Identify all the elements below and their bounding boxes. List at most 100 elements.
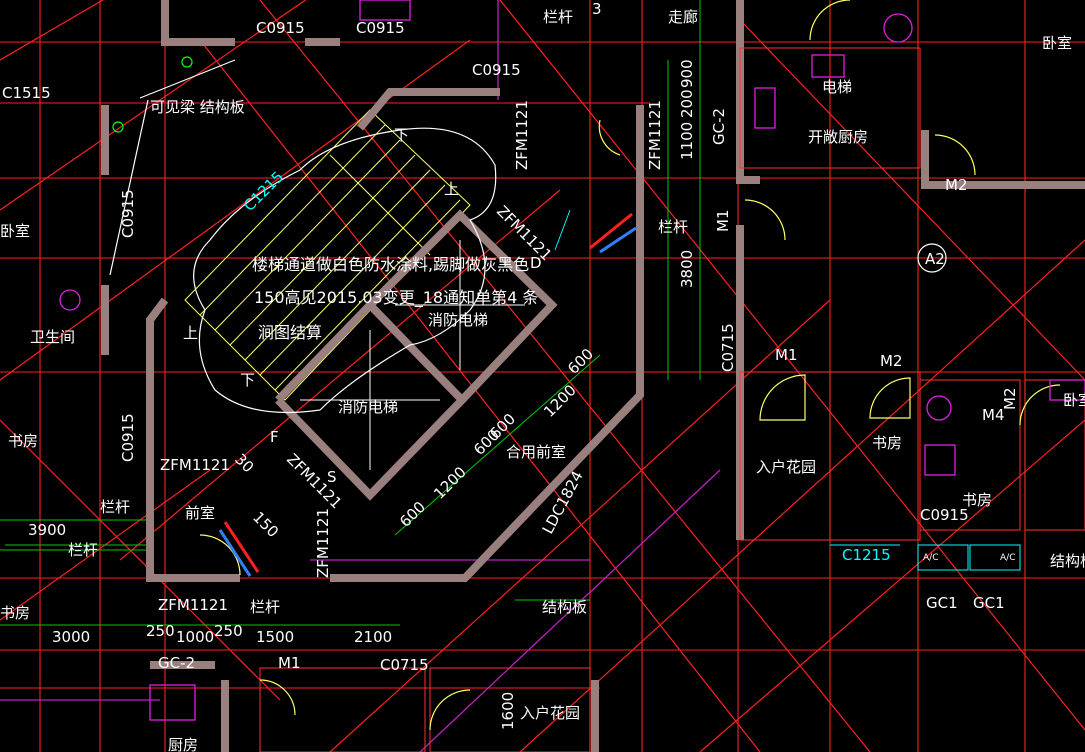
stair-down-label: 下	[394, 126, 409, 144]
door-code: ZFM1121	[160, 456, 230, 474]
railing-label: 栏杆	[100, 498, 130, 516]
dimension-text: 1200	[430, 463, 470, 503]
room-label: 卫生间	[30, 328, 75, 346]
door-code: ZFM1121	[646, 100, 664, 170]
room-label: 书房	[0, 604, 30, 622]
door-code: ZFM1121	[158, 596, 228, 614]
drawing-note-line: 涧图结算	[258, 323, 322, 342]
dimension-text: 200	[678, 89, 696, 118]
annotation-arrows	[218, 212, 637, 577]
window-code: C1515	[2, 84, 51, 102]
railing-label: 栏杆	[543, 8, 573, 26]
room-label: 书房	[8, 432, 38, 450]
room-label: 合用前室	[506, 443, 566, 461]
window-code: C0915	[920, 506, 969, 524]
window-code: C0915	[472, 61, 521, 79]
room-label: 消防电梯	[338, 398, 398, 416]
door-code: M2	[1001, 388, 1019, 411]
dimension-text: 900	[678, 59, 696, 88]
stair-treads	[184, 109, 471, 401]
dimension-text: 1000	[176, 628, 214, 646]
dimension-text: 1100	[678, 122, 696, 160]
railing-label: 栏杆	[250, 598, 280, 616]
marker-label: 3	[592, 0, 602, 18]
room-label: 卧室	[1063, 391, 1085, 409]
dimension-lines	[0, 0, 701, 626]
dimension-text: 250	[146, 622, 175, 640]
door-swings	[199, 0, 1061, 731]
drawing-note-line: 150高见2015.03变更_18通知单第4 条	[254, 288, 538, 308]
window-code: C0915	[119, 189, 137, 238]
axis-bubble-icon	[917, 243, 947, 273]
room-label: 入户花园	[520, 704, 580, 722]
dimension-text: 3800	[678, 250, 696, 288]
window-code: GC1	[926, 594, 958, 612]
door-code: M4	[982, 406, 1005, 424]
column-marker-icon	[112, 121, 124, 133]
window-code: GC-2	[158, 654, 195, 672]
window-code: C1215	[240, 168, 287, 215]
marker-label: F	[270, 428, 279, 446]
dimension-text: 150	[249, 508, 282, 541]
railing-label: 栏杆	[658, 218, 688, 236]
door-code: ZFM1121	[314, 508, 332, 578]
window-code: C0715	[719, 323, 737, 372]
dimension-text: 2100	[354, 628, 392, 646]
axis-bubble-label: A2	[925, 250, 945, 268]
room-label: 书房	[872, 434, 902, 452]
room-label: 走廊	[668, 8, 698, 26]
window-code: C0915	[119, 413, 137, 462]
dimension-text: 1600	[499, 692, 517, 730]
fixtures	[59, 0, 1085, 721]
column-marker-icon	[181, 56, 193, 68]
door-code: M1	[714, 210, 732, 233]
magenta-lines	[0, 0, 739, 752]
dimension-text: 30	[231, 450, 257, 476]
window-code: C1215	[842, 546, 891, 564]
room-label: 厨房	[168, 736, 198, 752]
dimension-texts: 900 200 1100 3800 1200 600 600 600 1200 …	[28, 59, 696, 730]
structure-label: 结构板	[1050, 552, 1085, 570]
railing-label: 栏杆	[68, 541, 98, 559]
room-label: 开敞厨房	[808, 128, 868, 146]
door-code: M2	[880, 352, 903, 370]
door-code: M1	[278, 654, 301, 672]
ac-label: A/C	[1000, 553, 1015, 563]
revision-clouds	[109, 59, 497, 414]
dimension-text: 600	[564, 345, 597, 378]
room-label: 卧室	[1042, 34, 1072, 52]
ac-label: A/C	[923, 553, 938, 563]
structure-label: 可见梁 结构板	[150, 98, 245, 116]
dimension-text: 3900	[28, 521, 66, 539]
dimension-text: 250	[214, 622, 243, 640]
room-label: 卧室	[0, 222, 30, 240]
dimension-text: 1500	[256, 628, 294, 646]
stair-up-label: 上	[183, 324, 198, 342]
room-label: 书房	[962, 491, 992, 509]
misc-labels: 栏杆 栏杆 栏杆 栏杆 栏杆 结构板 结构板 可见梁 结构板 上 上 下 下 F…	[68, 0, 1085, 616]
structure-label: 结构板	[542, 598, 587, 616]
window-code: C0715	[380, 656, 429, 674]
window-code: GC1	[973, 594, 1005, 612]
window-code: C0915	[256, 19, 305, 37]
door-code: M1	[775, 346, 798, 364]
wall-outlines	[259, 47, 1085, 752]
window-code: C0915	[356, 19, 405, 37]
room-label: 消防电梯	[428, 311, 488, 329]
marker-label: D	[530, 254, 542, 272]
ac-units	[554, 209, 1021, 571]
room-label: 前室	[185, 504, 215, 522]
room-label: 电梯	[822, 78, 852, 96]
stair-down-label: 下	[240, 371, 255, 389]
dimension-text: 600	[396, 498, 429, 531]
door-code: M2	[945, 176, 968, 194]
dimension-text: 3000	[52, 628, 90, 646]
room-label: 入户花园	[756, 458, 816, 476]
small-door-codes: M1 M1 M1 M2 M2 M2 M4	[278, 176, 1019, 672]
stair-up-label: 上	[444, 180, 459, 198]
room-labels: 走廊 开敞厨房 卧室 卧室 入户花园 入户花园 书房 书房 前室 合用前室 消防…	[0, 8, 1085, 752]
window-code: GC-2	[710, 108, 728, 145]
marker-label: S	[327, 468, 337, 486]
